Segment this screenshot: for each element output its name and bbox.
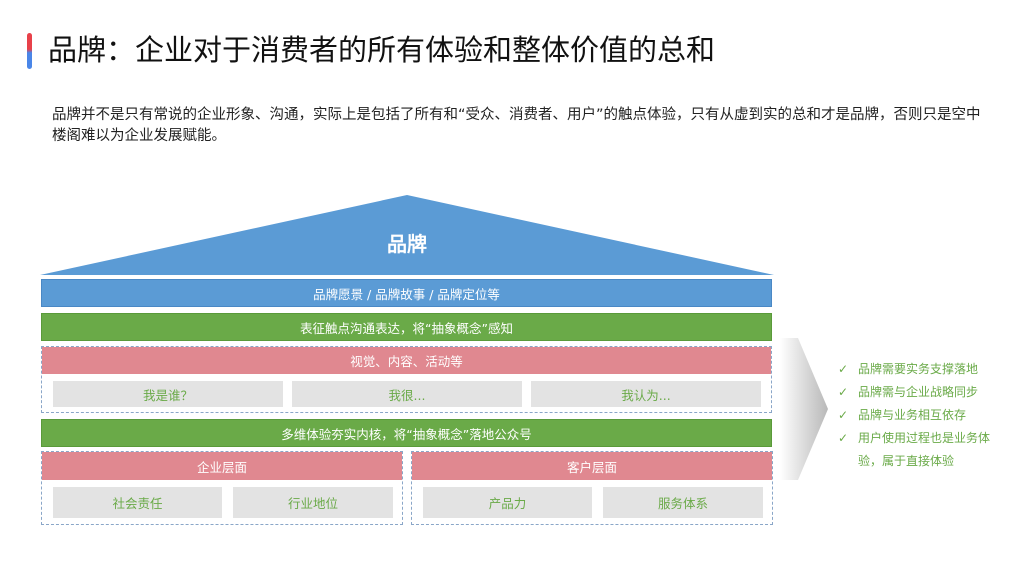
- roof-label: 品牌: [387, 232, 427, 256]
- customer-header: 客户层面: [412, 452, 772, 480]
- checklist-item: ✓ 用户使用过程也是业务体验，属于直接体验: [838, 427, 1008, 473]
- check-icon: ✓: [838, 408, 849, 422]
- checklist-item: ✓ 品牌需要实务支撑落地: [838, 358, 1008, 381]
- chevron-arrow-icon: [780, 338, 828, 480]
- identity-cell-think: 我认为...: [531, 381, 761, 407]
- roof-triangle: [40, 195, 774, 275]
- checklist-item: ✓ 品牌与业务相互依存: [838, 404, 1008, 427]
- band-visual-content: 视觉、内容、活动等: [42, 347, 771, 374]
- title-accent-bar: [27, 33, 32, 69]
- enterprise-cell-social: 社会责任: [53, 487, 222, 518]
- band-expression: 表征触点沟通表达，将“抽象概念”感知: [41, 313, 772, 341]
- enterprise-header: 企业层面: [42, 452, 402, 480]
- page-title: 品牌：企业对于消费者的所有体验和整体价值的总和: [48, 33, 716, 67]
- customer-cell-product: 产品力: [423, 487, 592, 518]
- check-icon: ✓: [838, 431, 849, 445]
- enterprise-block: [41, 451, 403, 525]
- identity-cell-who: 我是谁？: [53, 381, 283, 407]
- check-icon: ✓: [838, 362, 849, 376]
- identity-cell-very: 我很...: [292, 381, 522, 407]
- checklist: ✓ 品牌需要实务支撑落地 ✓ 品牌需与企业战略同步 ✓ 品牌与业务相互依存 ✓ …: [838, 358, 1008, 473]
- check-icon: ✓: [838, 385, 849, 399]
- enterprise-cell-industry: 行业地位: [233, 487, 393, 518]
- identity-block: [41, 346, 772, 413]
- checklist-item: ✓ 品牌需与企业战略同步: [838, 381, 1008, 404]
- band-brand-vision: 品牌愿景 / 品牌故事 / 品牌定位等: [41, 279, 772, 307]
- customer-block: [411, 451, 773, 525]
- band-grounding: 多维体验夯实内核，将“抽象概念”落地公众号: [41, 419, 772, 447]
- customer-cell-service: 服务体系: [603, 487, 763, 518]
- intro-paragraph: 品牌并不是只有常说的企业形象、沟通，实际上是包括了所有和“受众、消费者、用户”的…: [52, 107, 981, 144]
